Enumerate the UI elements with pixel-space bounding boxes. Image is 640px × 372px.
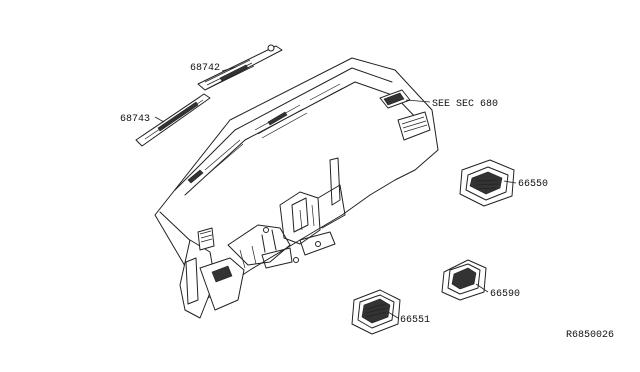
instrument-panel-body xyxy=(154,57,439,319)
finisher-strip-68742 xyxy=(197,44,283,91)
diagram-reference-number: R6850026 xyxy=(566,330,614,341)
lower-ventilator-66551 xyxy=(351,289,401,335)
callout-68743: 68743 xyxy=(120,114,150,125)
side-ventilator-66550 xyxy=(459,159,515,207)
callout-66550: 66550 xyxy=(518,179,548,190)
callout-see-sec-680: SEE SEC 680 xyxy=(432,99,498,110)
callout-68742: 68742 xyxy=(190,63,220,74)
center-ventilator-66590 xyxy=(441,259,487,301)
leader-lines xyxy=(154,66,517,319)
callout-66551: 66551 xyxy=(400,315,430,326)
callout-66590: 66590 xyxy=(490,289,520,300)
finisher-strip-68743 xyxy=(135,93,211,147)
